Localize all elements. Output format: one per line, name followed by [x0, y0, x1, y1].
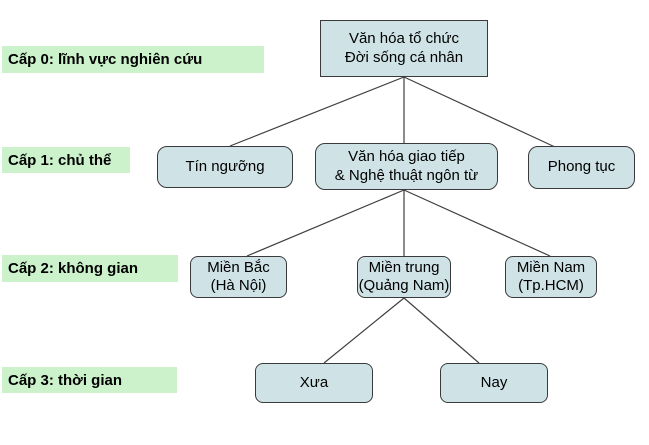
node-tin-nguong-label: Tín ngưỡng: [185, 157, 265, 175]
node-mien-bac-line2: (Hà Nội): [210, 277, 267, 294]
node-mien-trung-line2: (Quảng Nam): [358, 277, 450, 294]
edge-mien-trung-xua: [323, 297, 405, 364]
node-tin-nguong: Tín ngưỡng: [157, 146, 293, 188]
node-phong-tuc: Phong tục: [528, 146, 635, 189]
level-0-caption: Cấp 0: lĩnh vực nghiên cứu: [2, 46, 264, 73]
node-xua-label: Xưa: [299, 373, 329, 391]
node-mien-nam-line1: Miền Nam: [516, 258, 586, 276]
node-mien-trung: Miền trung (Quảng Nam): [357, 256, 451, 298]
edge-mien-trung-nay: [403, 297, 480, 364]
node-mien-bac: Miền Bắc (Hà Nội): [190, 256, 287, 298]
node-xua: Xưa: [255, 363, 373, 403]
level-2-caption: Cấp 2: không gian: [2, 255, 178, 282]
node-mien-nam-line2: (Tp.HCM): [518, 277, 584, 294]
node-mien-trung-line1: Miền trung: [368, 258, 440, 276]
edge-vhgt-mien-nam: [403, 189, 551, 257]
node-root-line1: Văn hóa tổ chức: [348, 30, 460, 48]
edge-root-phong-tuc: [403, 76, 556, 148]
node-root-line2: Đời sống cá nhân: [344, 48, 464, 66]
edge-root-tin-nguong: [229, 76, 405, 147]
node-phong-tuc-label: Phong tục: [547, 158, 616, 176]
node-van-hoa-giao-tiep-line2: & Nghệ thuật ngôn từ: [334, 166, 479, 184]
node-root: Văn hóa tổ chức Đời sống cá nhân: [320, 20, 488, 77]
node-van-hoa-giao-tiep-line1: Văn hóa giao tiếp: [348, 148, 465, 166]
node-nay-label: Nay: [480, 373, 508, 391]
level-3-caption: Cấp 3: thời gian: [2, 367, 177, 393]
level-1-caption: Cấp 1: chủ thể: [2, 147, 130, 173]
node-nay: Nay: [440, 363, 548, 403]
node-van-hoa-giao-tiep: Văn hóa giao tiếp & Nghệ thuật ngôn từ: [315, 143, 498, 190]
node-mien-nam: Miền Nam (Tp.HCM): [505, 256, 597, 298]
node-mien-bac-line1: Miền Bắc: [207, 258, 270, 276]
edge-vhgt-mien-bac: [246, 189, 405, 257]
